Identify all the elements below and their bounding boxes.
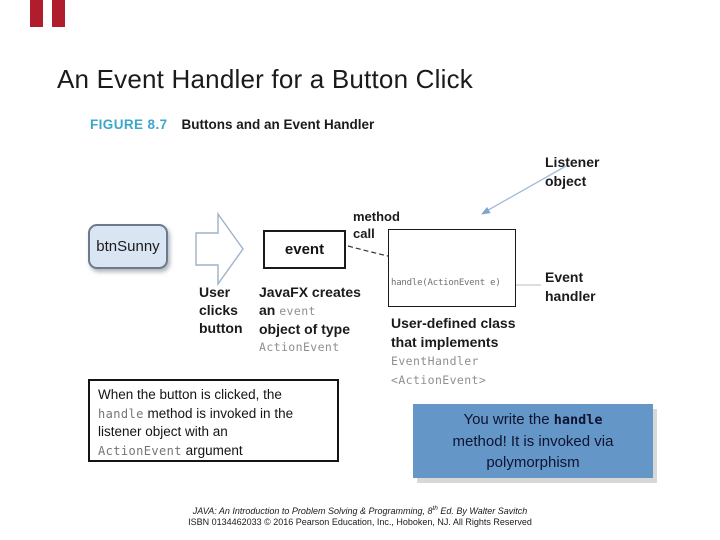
javafx-creates-line1: JavaFX creates [259,284,361,300]
javafx-creates-line3: object of type [259,321,351,337]
user-clicks-line1: User [199,284,231,300]
event-handler-label-line2: handler [545,288,596,304]
note-line2: handle method is invoked in the [98,405,329,424]
user-clicks-line3: button [199,320,243,336]
event-box: event [263,230,346,269]
event-handler-label: Event handler [545,268,596,306]
javafx-creates-label: JavaFX creates an event object of type A… [259,283,361,356]
actionevent-arg-code-text: ActionEvent [98,443,182,458]
figure-caption-row: FIGURE 8.7 Buttons and an Event Handler [90,117,374,132]
footer-line1-sup: th [432,505,438,512]
user-defined-line2: that implements [391,334,499,350]
figure-caption: Buttons and an Event Handler [181,117,375,132]
javafx-creates-line2: an event [259,301,361,320]
note-box: When the button is clicked, the handle m… [88,379,339,462]
btn-sunny-shape: btnSunny [88,224,168,269]
footer-line1-post: Ed. By Walter Savitch [437,506,528,516]
event-handler-label-line1: Event [545,269,584,285]
actionevent-generic-code-text: <ActionEvent> [391,373,487,387]
user-defined-class-box [388,229,516,307]
decor-red-bar-left [30,0,43,27]
event-box-label: event [284,241,325,258]
footer-copyright: ISBN 0134462033 © 2016 Pearson Education… [188,517,532,527]
block-arrow-icon [195,211,244,287]
javafx-creates-line2-pre: an [259,302,280,318]
event-code-text: event [279,304,316,318]
note-line1: When the button is clicked, the [98,387,282,402]
actionevent-code-text: ActionEvent [259,340,340,354]
note-line2-rest: method is invoked in the [143,405,294,421]
listener-object-label: Listener object [545,153,599,191]
callout-line3: polymorphism [486,454,580,471]
method-call-label: method call [353,208,400,242]
handle-method-signature: handle(ActionEvent e) [391,278,501,288]
listener-pointer-arrowhead [481,207,491,215]
slide-title: An Event Handler for a Button Click [57,64,473,94]
method-call-line1: method [353,209,400,224]
note-line3: listener object with an [98,424,228,439]
eventhandler-code-text: EventHandler [391,354,479,368]
user-defined-class-label: User-defined class that implements Event… [391,314,516,390]
slide-footer: JAVA: An Introduction to Problem Solving… [0,503,720,528]
handle-code-text: handle [98,406,144,421]
figure-label: FIGURE 8.7 [90,117,168,132]
listener-label-line1: Listener [545,154,600,170]
btn-sunny-label: btnSunny [96,238,160,255]
user-defined-line1: User-defined class [391,315,516,331]
callout-line1-pre: You write the [463,411,554,428]
decor-red-bar-right [52,0,65,27]
footer-line1-pre: JAVA: An Introduction to Problem Solving… [192,506,433,516]
note-line4-rest: argument [181,442,243,458]
user-clicks-label: User clicks button [199,283,243,337]
user-clicks-line2: clicks [199,302,238,318]
callout-line2: method! It is invoked via [452,433,614,450]
callout-line1: You write the handle [463,409,602,431]
note-line4: ActionEvent argument [98,442,329,461]
method-call-line2: call [353,226,375,241]
footer-citation: JAVA: An Introduction to Problem Solving… [0,503,720,517]
callout-handle-code: handle [553,412,603,428]
callout-box: You write the handle method! It is invok… [413,404,653,478]
listener-label-line2: object [545,173,587,189]
